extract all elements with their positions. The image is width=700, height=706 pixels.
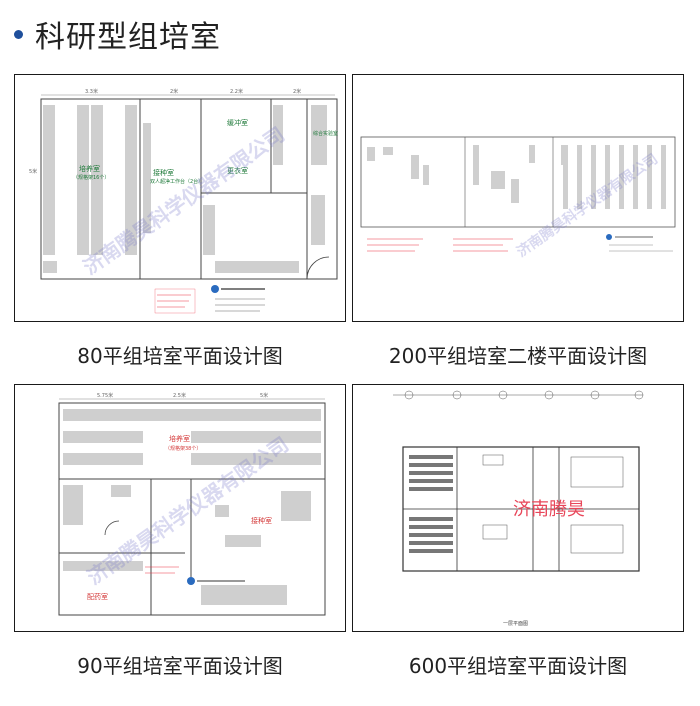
bullet-icon — [14, 29, 23, 39]
page-title: 科研型组培室 — [35, 20, 221, 55]
label-medicine: 配药室 — [87, 592, 108, 601]
caption-80: 80平组培室平面设计图 — [77, 344, 283, 368]
label-culture-sub: （规格架16个） — [73, 174, 109, 181]
dim-2: 2米 — [170, 88, 178, 95]
label-culture: 培养室 — [169, 434, 190, 443]
caption-90: 90平组培室平面设计图 — [77, 654, 283, 678]
dim-1: 3.3米 — [85, 88, 98, 95]
dim-4: 2米 — [293, 88, 301, 95]
dim-3: 2.2米 — [230, 88, 243, 95]
watermark: 济南腾昊 — [513, 499, 585, 520]
dim-3: 5米 — [260, 392, 268, 399]
dim-5: 5米 — [29, 168, 37, 175]
dim-2: 2.5米 — [173, 392, 186, 399]
floorplan-200-drawing — [353, 75, 683, 321]
label-inoculation: 接种室 — [251, 516, 272, 525]
floorplan-80-drawing: 3.3米 2米 2.2米 2米 5米 培养室 （规格架16个） 接种室 双人超净… — [15, 75, 345, 321]
label-inoculation-sub: 双人超净工作台（2台） — [150, 178, 203, 185]
caption-200: 200平组培室二楼平面设计图 — [388, 344, 648, 368]
caption-600: 600平组培室平面设计图 — [408, 654, 628, 678]
floorplan-80[interactable]: 3.3米 2米 2.2米 2米 5米 培养室 （规格架16个） 接种室 双人超净… — [14, 74, 346, 322]
floorplan-600[interactable]: 一层平面图 济南腾昊 — [352, 384, 684, 632]
section-header: 科研型组培室 — [14, 14, 221, 55]
label-changing: 更衣室 — [227, 166, 248, 175]
floorplan-90-drawing: 5.75米 2.5米 5米 培养室 （规格架38个） 接种室 配药室 — [15, 385, 345, 631]
floorplan-200[interactable]: 济南腾昊科学仪器有限公司 — [352, 74, 684, 322]
floorplan-600-drawing: 一层平面图 — [353, 385, 683, 631]
dim-1: 5.75米 — [97, 392, 113, 399]
label-inoculation: 接种室 — [153, 168, 174, 177]
plan-title: 一层平面图 — [503, 621, 528, 627]
label-lab: 综合实验室 — [313, 130, 338, 137]
floorplan-90[interactable]: 5.75米 2.5米 5米 培养室 （规格架38个） 接种室 配药室 济南腾昊科… — [14, 384, 346, 632]
label-culture-sub: （规格架38个） — [165, 445, 201, 452]
label-culture: 培养室 — [79, 164, 100, 173]
label-buffer: 缓冲室 — [227, 118, 248, 127]
